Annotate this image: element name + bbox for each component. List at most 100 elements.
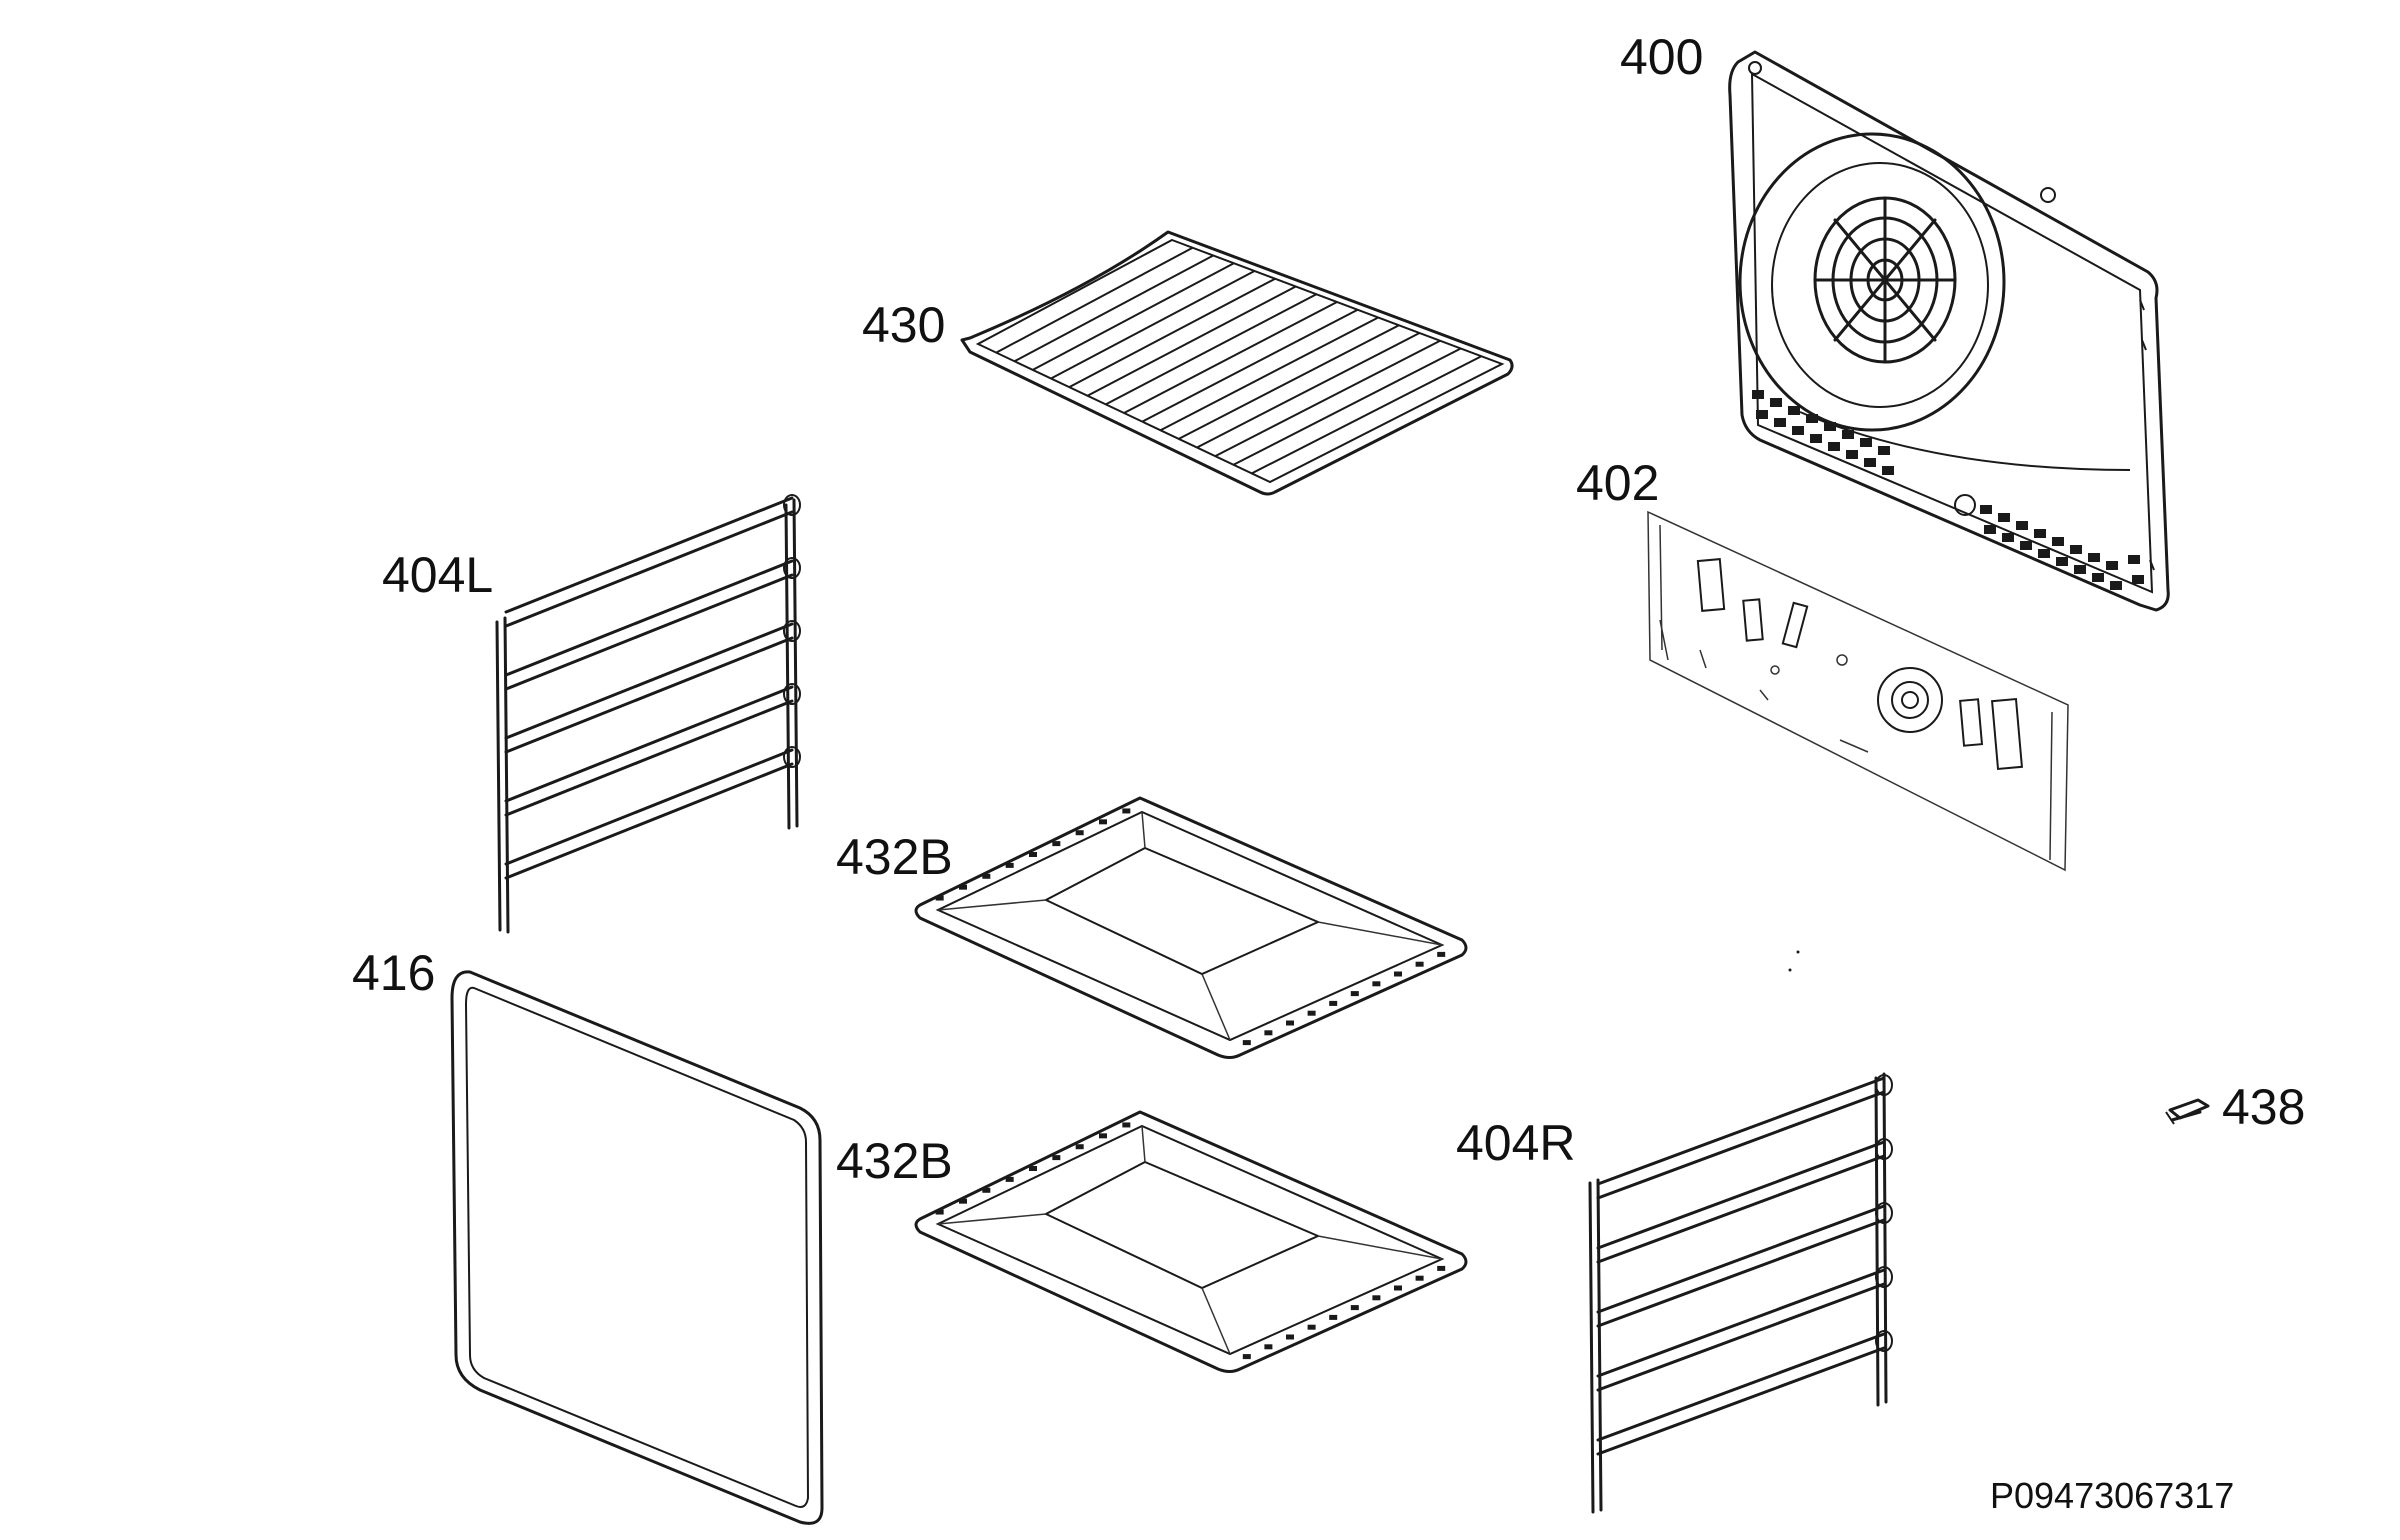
rung-end	[783, 683, 801, 705]
label-432B-bottom: 432B	[836, 1133, 953, 1189]
rung-end	[1875, 1202, 1893, 1224]
shelf-wire	[1196, 332, 1420, 449]
rung	[1596, 1204, 1886, 1314]
rung-end	[783, 620, 801, 642]
rung	[504, 699, 794, 817]
label-416: 416	[352, 945, 435, 1001]
part-404L-left-shelf-support: 404L	[382, 494, 801, 934]
shelf-wire	[1141, 308, 1359, 423]
rim-hole	[1329, 1314, 1338, 1320]
rim-hole	[1242, 1354, 1251, 1360]
rung	[1596, 1346, 1886, 1456]
part-400-rear-panel: 400	[1620, 29, 2170, 612]
rung	[1596, 1154, 1886, 1264]
rung	[504, 622, 794, 740]
rim-hole	[1005, 1176, 1014, 1182]
shelf-wire	[1068, 277, 1276, 389]
shelf-wire	[1105, 293, 1317, 406]
fan-grille	[1813, 196, 1957, 364]
rim-hole	[1350, 1305, 1359, 1311]
rim-hole	[1286, 1020, 1294, 1026]
rim-hole	[1307, 1324, 1316, 1330]
shelf-wire	[1123, 301, 1338, 414]
rung	[1596, 1218, 1886, 1328]
rung	[1596, 1268, 1886, 1378]
rim-hole	[935, 895, 944, 901]
rim-hole	[982, 1187, 991, 1193]
rim-hole	[1005, 862, 1014, 868]
rung	[504, 762, 794, 880]
shelf-wire	[1087, 285, 1297, 397]
part-432B-baking-tray-top: 432B	[836, 796, 1468, 1059]
rim-hole	[959, 884, 967, 890]
rung-end	[783, 494, 801, 516]
rim-hole	[1029, 1166, 1037, 1171]
shelf-wire	[1032, 262, 1235, 371]
rim-hole	[1029, 852, 1037, 857]
rim-hole	[1075, 830, 1084, 836]
rim-hole	[1394, 971, 1402, 977]
rim-hole	[1415, 961, 1424, 967]
part-402-back-plate: 402	[1576, 455, 2069, 872]
rim-hole	[1394, 1285, 1402, 1291]
rim-hole	[1052, 1155, 1061, 1161]
rung	[504, 748, 794, 866]
rung	[1596, 1140, 1886, 1250]
rim-hole	[1286, 1334, 1294, 1340]
part-438-clip: 438	[2165, 1079, 2305, 1135]
label-430: 430	[862, 297, 945, 353]
rim-hole	[959, 1198, 967, 1204]
shelf-wires	[995, 246, 1482, 475]
rung-end	[1875, 1330, 1893, 1352]
shelf-wire	[1214, 339, 1441, 458]
rung	[1596, 1076, 1886, 1186]
rim-hole	[1099, 1133, 1107, 1139]
rung-end	[1875, 1074, 1893, 1096]
rim-hole	[1052, 841, 1061, 847]
rung	[504, 510, 794, 628]
rung	[1596, 1282, 1886, 1392]
stray-mark	[1796, 950, 1800, 954]
label-402: 402	[1576, 455, 1659, 511]
rim-hole	[1415, 1275, 1424, 1281]
tray-rim-holes	[935, 808, 1446, 1046]
shelf-wire	[995, 246, 1194, 354]
label-404R: 404R	[1456, 1115, 1576, 1171]
rung-end	[783, 557, 801, 579]
stray-mark	[1788, 968, 1792, 972]
rung	[504, 573, 794, 691]
rung	[1596, 1332, 1886, 1442]
rim-hole	[1122, 1122, 1131, 1128]
drawing-code: P09473067317	[1990, 1475, 2234, 1516]
label-438: 438	[2222, 1079, 2305, 1135]
rung	[504, 559, 794, 677]
rim-hole	[1307, 1010, 1316, 1016]
part-430-wire-shelf: 430	[862, 230, 1514, 496]
label-404L: 404L	[382, 547, 493, 603]
rung	[504, 496, 794, 614]
shelf-wire	[1178, 324, 1400, 440]
rim-hole	[1350, 991, 1359, 997]
rim-hole	[1075, 1144, 1084, 1150]
rim-hole	[1264, 1030, 1273, 1036]
vent-holes-left	[1752, 390, 1894, 475]
rung	[504, 636, 794, 754]
rim-hole	[935, 1209, 944, 1215]
part-432B-baking-tray-bottom: 432B	[836, 1110, 1468, 1373]
label-400: 400	[1620, 29, 1703, 85]
label-432B-top: 432B	[836, 829, 953, 885]
rim-hole	[1372, 1295, 1381, 1301]
shelf-wire	[1160, 316, 1379, 432]
rim-hole	[1437, 951, 1446, 957]
rim-hole	[982, 873, 991, 879]
rung	[504, 685, 794, 803]
rung-end	[1875, 1138, 1893, 1160]
support-rungs	[504, 494, 801, 880]
rim-hole	[1372, 981, 1381, 987]
rim-hole	[1122, 808, 1131, 814]
rim-hole	[1329, 1000, 1338, 1006]
rung-end	[1875, 1266, 1893, 1288]
rim-hole	[1099, 819, 1107, 825]
rung	[1596, 1090, 1886, 1200]
